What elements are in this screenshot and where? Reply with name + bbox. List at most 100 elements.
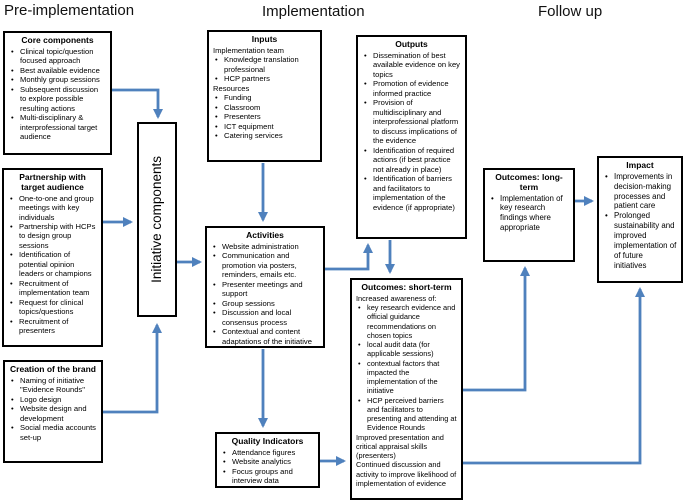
bullet-marker: • [358,303,361,313]
outcomes-short-term-box: Outcomes: short-term •Increased awarenes… [350,278,463,500]
bullet-marker: • [605,171,608,181]
core-components-box: Core components •Clinical topic/question… [3,31,112,155]
quality-indicators-box: Quality Indicators •Attendance figures•W… [215,432,320,488]
outputs-box: Outputs •Dissemination of best available… [356,35,467,239]
list-item: •Classroom [215,102,261,112]
bullet-marker: • [11,404,14,414]
bullet-marker: • [11,84,14,94]
bullet-marker: • [364,79,367,89]
list-item: •Funding [215,93,252,103]
list-item: •One-to-one and group meetings with key … [10,193,94,222]
list-item: •Multi-disciplinary & interprofessional … [11,113,98,142]
bullet-marker: • [364,145,367,155]
bullet-marker: • [213,298,216,308]
bullet-marker: • [215,131,218,141]
activities-box: Activities •Website administration•Commu… [205,226,325,348]
list-item: •Communication and promotion via posters… [213,251,297,280]
box-title: Initiative components [148,156,164,283]
list-item: •Increased awareness of: [356,293,437,303]
bullet-marker: • [213,279,216,289]
list-item: •Identification of barriers and facilita… [364,174,455,212]
phase-header-follow-up: Follow up [538,3,603,20]
bullet-marker: • [11,113,14,123]
bullet-marker: • [358,358,361,368]
box-title: Outcomes: short-term [361,282,452,292]
list-item: •Promotion of evidence informed practice [364,79,449,98]
list-item: •Prolonged sustainability and improved i… [605,211,677,270]
bullet-marker: • [215,55,218,65]
box-title: Outcomes: long-term [495,172,563,192]
list-item: •HCP partners [215,74,270,84]
list-item: •key research evidence and official guid… [358,303,456,340]
bullet-marker: • [364,98,367,108]
phase-header-implementation: Implementation [262,3,365,20]
bullet-marker: • [605,211,608,221]
bullet-marker: • [10,316,13,326]
list-item: •Identification of potential opinion lea… [10,250,92,279]
arrow-activities-to-outputs [325,243,373,271]
box-title: Activities [246,230,284,240]
initiative-components-box: Initiative components [137,122,177,317]
bullet-marker: • [364,174,367,184]
bullet-marker: • [213,308,216,318]
bullet-marker: • [11,46,14,56]
list-item: •Identification of required actions (if … [364,145,455,174]
box-title: Quality Indicators [231,436,304,446]
bullet-marker: • [11,394,14,404]
bullet-marker: • [223,447,226,457]
list-item: •Improvements in decision-making process… [605,171,673,211]
bullet-marker: • [213,251,216,261]
bullet-marker: • [358,340,361,350]
outcomes-long-term-box: Outcomes: long-term •Implementation of k… [483,168,575,262]
bullet-marker: • [215,121,218,131]
list-item: •Social media accounts set-up [11,423,96,442]
box-title: Partnership with target audience [19,172,86,192]
list-item: •Website design and development [11,404,87,423]
bullet-marker: • [10,278,13,288]
list-item: •Website analytics [223,457,291,467]
brand-creation-box: Creation of the brand •Naming of initiat… [3,360,103,463]
list-item: •Partnership with HCPs to design group s… [10,221,96,250]
bullet-marker: • [11,423,14,433]
bullet-marker: • [213,241,216,251]
list-item: •Knowledge translation professional [215,55,299,74]
list-item: •Implementation team [213,45,284,55]
bullet-marker: • [223,466,226,476]
list-item: •Catering services [215,131,283,141]
box-title: Creation of the brand [10,364,96,374]
list-item: •Best available evidence [11,65,100,75]
bullet-marker: • [10,193,13,203]
inputs-box: Inputs •Implementation team•Knowledge tr… [207,30,322,162]
box-title: Core components [21,35,94,45]
partnership-box: Partnership with target audience •One-to… [2,168,103,347]
bullet-marker: • [10,250,13,260]
list-item: •Presenters [215,112,261,122]
list-item: •Group sessions [213,298,275,308]
list-item: •Clinical topic/question focused approac… [11,46,94,66]
bullet-marker: • [491,193,494,203]
list-item: •Provision of multidisciplinary and inte… [364,98,459,146]
box-title: Inputs [251,34,278,44]
bullet-marker: • [223,457,226,467]
list-item: •Naming of initiative "Evidence Rounds" [11,375,85,395]
list-item: •Implementation of key research findings… [491,193,563,233]
bullet-marker: • [10,221,13,231]
list-item: •HCP perceived barriers and facilitators… [358,395,457,433]
arrow-brand-to-initiative [103,323,162,414]
list-item: •ICT equipment [215,121,274,131]
list-item: •Resources [213,83,250,93]
bullet-marker: • [358,395,361,405]
box-title: Outputs [395,39,428,49]
list-item: •Request for clinical topics/questions [10,297,84,317]
list-item: •Logo design [11,394,62,404]
list-item: •Monthly group sessions [11,75,100,85]
bullet-marker: • [11,375,14,385]
list-item: •Presenter meetings and support [213,279,303,299]
list-item: •Subsequent discussion to explore possib… [11,84,99,113]
bullet-marker: • [215,93,218,103]
list-item: •Contextual and content adaptations of t… [213,327,312,346]
list-item: •Attendance figures [223,447,296,457]
list-item: •Continued discussion and activity to im… [356,460,457,488]
